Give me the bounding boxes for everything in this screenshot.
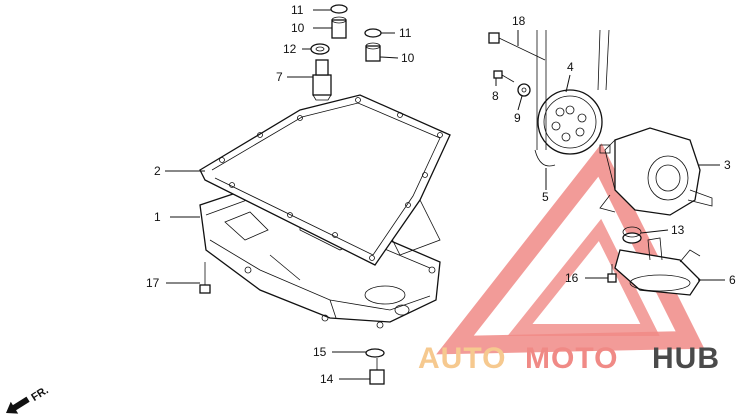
direction-label: FR. — [29, 384, 50, 404]
callout-10-lower: 10 — [401, 51, 415, 65]
oil-pump — [599, 127, 713, 216]
callout-15: 15 — [313, 345, 327, 359]
sprocket — [537, 89, 603, 155]
callout-14: 14 — [320, 372, 334, 386]
leader-lines — [165, 9, 725, 380]
front-direction-indicator: FR. — [6, 384, 51, 414]
drive-chain — [534, 29, 610, 167]
callout-7: 7 — [276, 70, 283, 84]
callout-18: 18 — [512, 14, 526, 28]
callout-8: 8 — [492, 89, 499, 103]
callout-4: 4 — [567, 60, 574, 74]
bolt-8 — [493, 70, 515, 83]
arrow-left-icon — [6, 396, 30, 414]
callout-2: 2 — [154, 164, 161, 178]
collar-upper — [331, 16, 347, 39]
washer-12 — [310, 43, 330, 55]
bolt-17 — [199, 262, 211, 294]
callout-13: 13 — [671, 223, 685, 237]
oil-strainer — [614, 237, 701, 296]
drain-bolt-14 — [369, 358, 385, 385]
callout-9: 9 — [514, 111, 521, 125]
callout-11-lower: 11 — [399, 26, 412, 40]
callout-labels: 1 2 3 4 5 6 7 8 9 10 10 11 11 12 13 14 1… — [146, 3, 736, 386]
callout-5: 5 — [542, 190, 549, 204]
watermark-text-hub: HUB — [652, 342, 720, 375]
callout-1: 1 — [154, 210, 161, 224]
drain-washer-15 — [365, 348, 385, 358]
seal-13 — [622, 226, 642, 244]
callout-6: 6 — [729, 273, 736, 287]
callout-12: 12 — [283, 42, 297, 56]
o-ring-lower — [364, 28, 382, 38]
callout-16: 16 — [565, 271, 579, 285]
watermark-text-auto: AUTO — [418, 342, 506, 375]
watermark-triangle-inner — [507, 218, 660, 336]
watermark-triangle — [436, 143, 705, 355]
bolt-18 — [488, 32, 546, 61]
oil-pressure-switch — [312, 59, 332, 101]
o-ring-upper — [330, 4, 348, 14]
callout-3: 3 — [724, 158, 731, 172]
watermark: AUTO MOTO HUB — [418, 143, 720, 375]
collar-lower — [365, 42, 381, 62]
washer-9 — [517, 83, 531, 97]
gasket — [199, 94, 451, 266]
callout-11-upper: 11 — [291, 3, 304, 17]
watermark-text-moto: MOTO — [525, 342, 618, 375]
callout-17: 17 — [146, 276, 160, 290]
callout-10-upper: 10 — [291, 21, 305, 35]
